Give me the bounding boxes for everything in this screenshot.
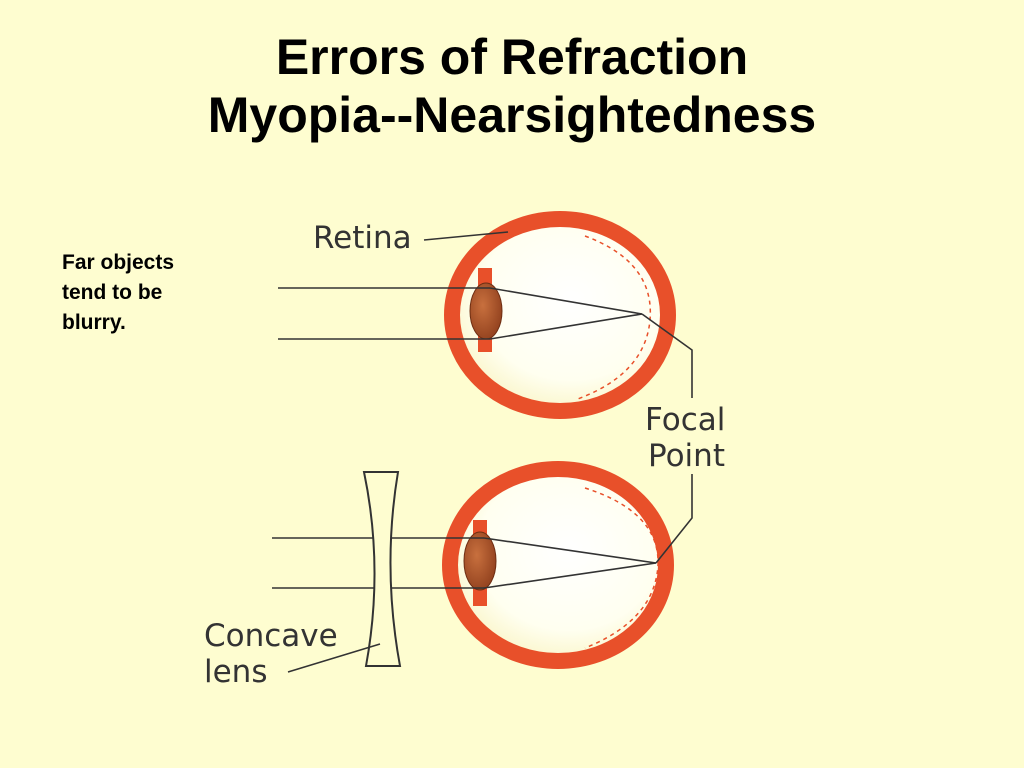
bottom-ray-converge-lower (483, 562, 657, 589)
side-note: Far objects tend to be blurry. (62, 248, 232, 338)
bottom-eye-wall (442, 461, 674, 669)
retina-label: Retina (313, 220, 412, 256)
bottom-eye-retina-dashes (584, 487, 659, 649)
focal-leader-top (641, 313, 693, 398)
title-line-2: Myopia--Nearsightedness (207, 87, 817, 143)
side-note-line-3: blurry. (62, 311, 126, 334)
top-ray-converge-lower (489, 313, 643, 340)
bottom-eye (272, 461, 674, 669)
top-eye-lens (469, 282, 503, 340)
concave-lens (362, 471, 402, 667)
title-line-1: Errors of Refraction (275, 29, 749, 85)
focal-leader-bottom (655, 474, 693, 564)
concave-leader-line (287, 643, 381, 673)
focal-label-line-1: Focal (645, 402, 725, 438)
side-note-line-2: tend to be (62, 281, 163, 304)
side-note-line-1: Far objects (62, 251, 175, 274)
top-eye-wall (444, 211, 676, 419)
concave-label-line-1: Concave (204, 618, 338, 654)
bottom-eye-lens (463, 531, 497, 591)
bottom-ray-converge-upper (483, 537, 657, 564)
focal-label-line-2: Point (648, 438, 725, 474)
concave-label-line-2: lens (204, 654, 267, 690)
top-eye (278, 211, 676, 419)
top-ray-converge-upper (489, 287, 643, 315)
slide-title: Errors of Refraction Myopia--Nearsighted… (0, 28, 1024, 144)
retina-leader-line (423, 231, 509, 241)
